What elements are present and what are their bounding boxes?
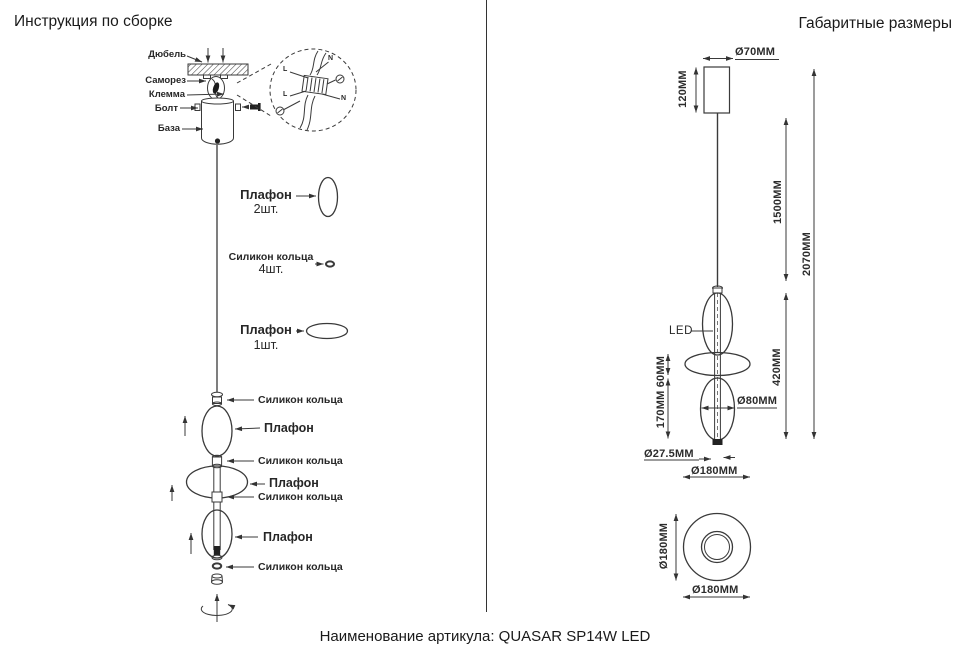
canopy-diameter-label: Ø70MM xyxy=(735,46,776,58)
wire-l-mid-label: L xyxy=(283,91,288,98)
part-rings-label: Силикон кольца xyxy=(228,251,314,263)
led-label: LED xyxy=(669,325,693,337)
part-shade2-label: Плафон xyxy=(240,187,292,202)
stack-ring-label-3: Силикон кольца xyxy=(258,490,343,503)
stem-diameter-label: Ø27.5MM xyxy=(644,448,694,460)
bolt-label: Болт xyxy=(154,102,178,114)
wire-n-mid-label: N xyxy=(341,95,347,102)
pendant-side-view xyxy=(684,66,751,445)
base-label: База xyxy=(157,123,180,134)
shade-heights-label: 170MM 60MM xyxy=(654,355,667,429)
screw-label: Саморез xyxy=(145,75,186,86)
clamp-label: Клемма xyxy=(148,89,185,100)
ceiling-mount-drawing xyxy=(180,48,261,392)
bottom-view-diameter-bottom-label: Ø180MM xyxy=(692,584,739,596)
stack-ring-label-4: Силикон кольца xyxy=(258,560,343,573)
stack-shade-label-1: Плафон xyxy=(264,421,314,435)
part-rings-qty: 4шт. xyxy=(258,261,284,276)
right-panel-title: Габаритные размеры xyxy=(798,15,952,32)
bottom-view-diameter-left-label: Ø180MM xyxy=(657,522,670,570)
loose-parts-drawing xyxy=(296,176,349,340)
stack-ring-label-2: Силикон кольца xyxy=(258,454,343,467)
wire-n-top-label: N xyxy=(328,55,334,62)
fixture-height-label: 420MM xyxy=(770,348,783,386)
canopy-height-label: 120MM xyxy=(676,70,689,108)
shade-diameter-label: Ø80MM xyxy=(737,395,778,407)
wiring-detail-circle xyxy=(236,48,357,132)
wire-l-top-label: L xyxy=(283,66,288,73)
left-panel-title: Инструкция по сборке xyxy=(14,13,173,30)
stack-shade-label-2: Плафон xyxy=(269,476,319,490)
stack-shade-label-3: Плафон xyxy=(263,530,313,544)
dowel-label: Дюбель xyxy=(148,49,186,60)
pendant-bottom-view xyxy=(682,512,752,582)
shade-stack-drawing xyxy=(169,391,265,622)
cable-length-label: 1500MM xyxy=(771,180,784,225)
part-shade1-label: Плафон xyxy=(240,322,292,337)
overall-height-label: 2070MM xyxy=(800,232,813,277)
part-shade2-qty: 2шт. xyxy=(253,202,279,216)
article-caption: Наименование артикула: QUASAR SP14W LED xyxy=(319,628,651,645)
disc-diameter-side-label: Ø180MM xyxy=(691,465,738,477)
stack-ring-label-1: Силикон кольца xyxy=(258,393,343,406)
part-shade1-qty: 1шт. xyxy=(253,338,279,352)
dimension-lines xyxy=(644,56,817,600)
